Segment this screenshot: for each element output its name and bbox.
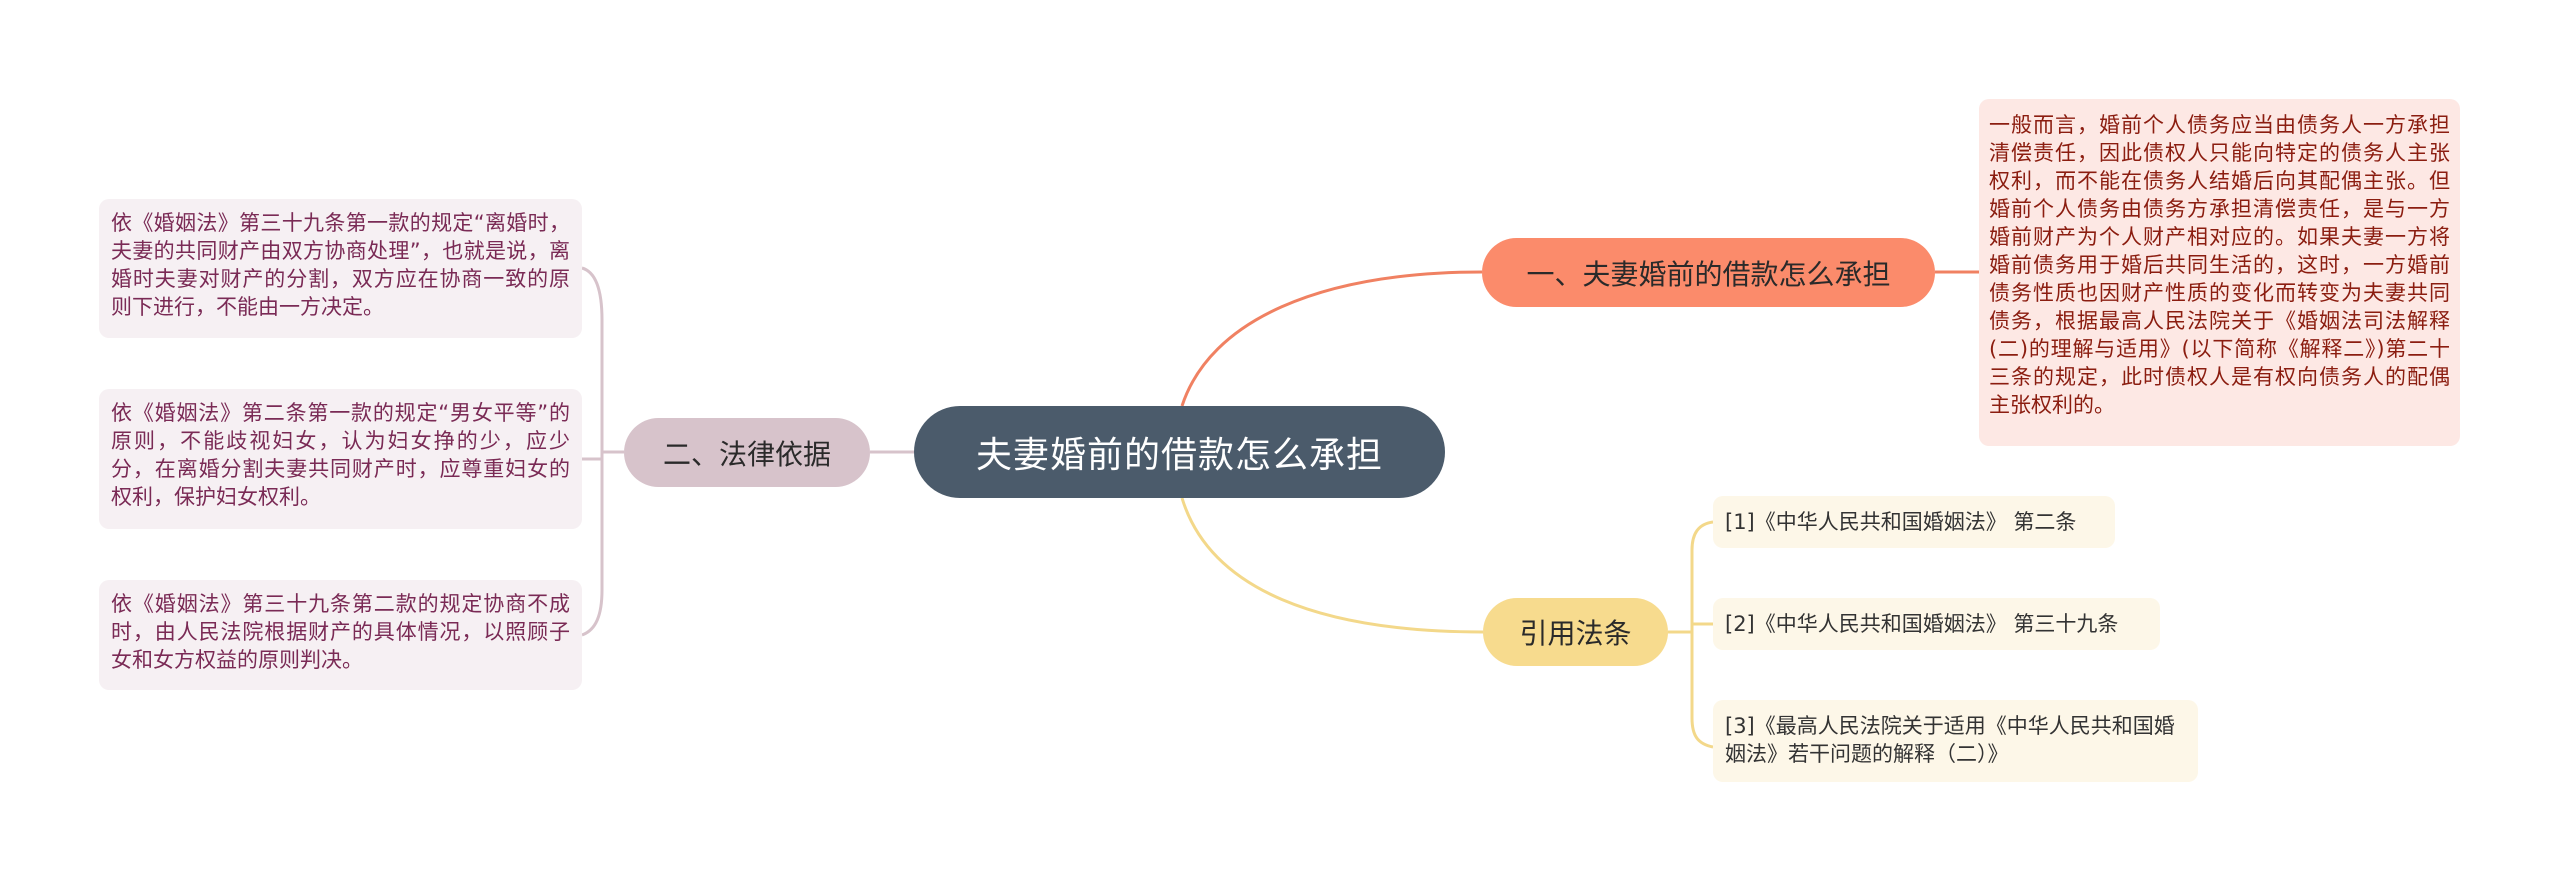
legal-basis-item-1[interactable]: 依《婚姻法》第三十九条第一款的规定“离婚时，夫妻的共同财产由双方协商处理”，也就… <box>99 199 582 338</box>
citation-item-1[interactable]: [1]《中华人民共和国婚姻法》 第二条 <box>1713 496 2115 548</box>
branch-node-citations[interactable]: 引用法条 <box>1483 598 1668 666</box>
citation-item-2[interactable]: [2]《中华人民共和国婚姻法》 第三十九条 <box>1713 598 2160 650</box>
citation-text: [1]《中华人民共和国婚姻法》 第二条 <box>1725 510 2077 534</box>
legal-basis-text: 依《婚姻法》第二条第一款的规定“男女平等”的原则，不能歧视妇女，认为妇女挣的少，… <box>111 401 570 509</box>
connector-branch-2-to-cite-3 <box>1690 632 1714 749</box>
detail-note-text: 一般而言，婚前个人债务应当由债务人一方承担清偿责任，因此债权人只能向特定的债务人… <box>1989 113 2450 417</box>
branch-node-label: 二、法律依据 <box>662 437 831 471</box>
connector-branch-3-to-leaf-1 <box>581 266 604 452</box>
citation-text: [2]《中华人民共和国婚姻法》 第三十九条 <box>1725 612 2119 636</box>
legal-basis-text: 依《婚姻法》第三十九条第一款的规定“离婚时，夫妻的共同财产由双方协商处理”，也就… <box>111 211 570 319</box>
branch-node-legal-basis[interactable]: 二、法律依据 <box>624 418 870 487</box>
branch-node-borrowing[interactable]: 一、夫妻婚前的借款怎么承担 <box>1482 238 1935 307</box>
legal-basis-item-3[interactable]: 依《婚姻法》第三十九条第二款的规定协商不成时，由人民法院根据财产的具体情况，以照… <box>99 580 582 690</box>
connector-branch-2-to-cite-1 <box>1690 520 1714 632</box>
root-node[interactable]: 夫妻婚前的借款怎么承担 <box>914 406 1445 498</box>
root-node-label: 夫妻婚前的借款怎么承担 <box>975 435 1383 476</box>
detail-note-borrowing[interactable]: 一般而言，婚前个人债务应当由债务人一方承担清偿责任，因此债权人只能向特定的债务人… <box>1979 99 2460 446</box>
citation-text: [3]《最高人民法院关于适用《中华人民共和国婚姻法》若干问题的解释（二）》 <box>1725 714 2175 766</box>
connector-root-to-branch-2 <box>1180 497 1484 634</box>
citation-item-3[interactable]: [3]《最高人民法院关于适用《中华人民共和国婚姻法》若干问题的解释（二）》 <box>1713 700 2198 782</box>
legal-basis-text: 依《婚姻法》第三十九条第二款的规定协商不成时，由人民法院根据财产的具体情况，以照… <box>111 592 570 672</box>
connector-branch-3-to-leaf-3 <box>581 452 604 637</box>
branch-node-label: 引用法条 <box>1519 617 1632 650</box>
connector-root-to-branch-1 <box>1180 270 1483 407</box>
branch-node-label: 一、夫妻婚前的借款怎么承担 <box>1526 257 1891 291</box>
legal-basis-item-2[interactable]: 依《婚姻法》第二条第一款的规定“男女平等”的原则，不能歧视妇女，认为妇女挣的少，… <box>99 389 582 529</box>
